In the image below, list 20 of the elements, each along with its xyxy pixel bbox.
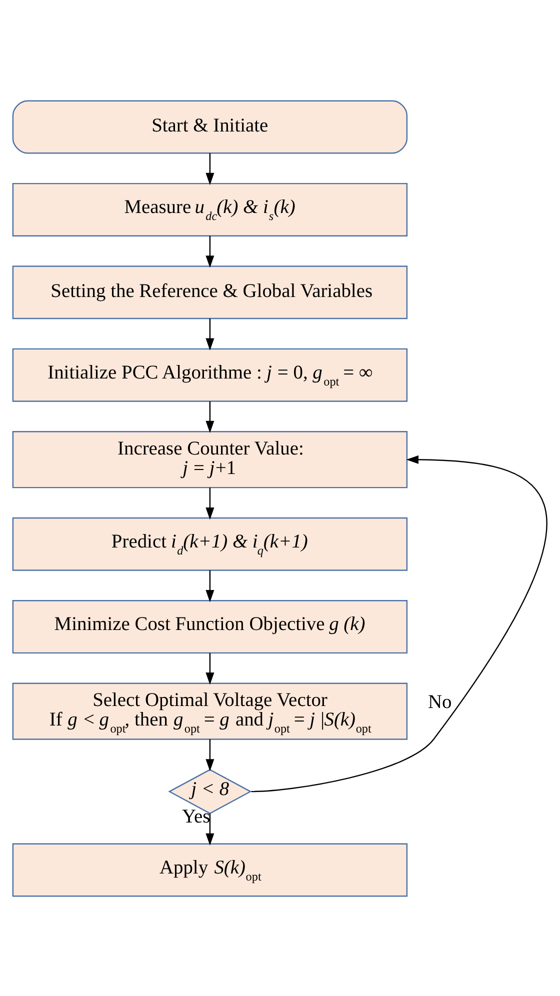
node-box: Setting the Reference & Global Variables [12, 265, 408, 319]
node-box: Increase Counter Value: j = j+1 [12, 430, 408, 488]
arrow [206, 738, 214, 771]
node-box: Predict i$_{d}$(k+1) & i$_{q}$(k+1) [12, 516, 408, 570]
node-box: Apply S(k)$_{opt}$ [12, 842, 408, 896]
edge-label: No [428, 691, 452, 712]
arrow [206, 487, 214, 520]
arrow [206, 813, 214, 846]
node-box: Start & Initiate [12, 100, 408, 154]
arrow [206, 318, 214, 350]
node-box: Select Optimal Voltage Vector If g < g$_{opt}$, then g$_{opt}$ = g and j$_{opt}$ = j |S(k)$_{opt}$ [12, 682, 408, 740]
node-box: Measure u$_{dc}$(k) & i$_{s}$(k) [12, 182, 408, 236]
node-box: Minimize Cost Function Objective g (k) [12, 600, 408, 654]
arrow [251, 454, 548, 792]
node-box: Initialize PCC Algorithme : j = 0, g$_{opt}$ = ∞ [12, 348, 408, 402]
arrow [206, 570, 214, 602]
arrow [206, 652, 214, 684]
arrow [206, 235, 214, 268]
arrow [206, 400, 214, 432]
arrow [206, 152, 214, 185]
